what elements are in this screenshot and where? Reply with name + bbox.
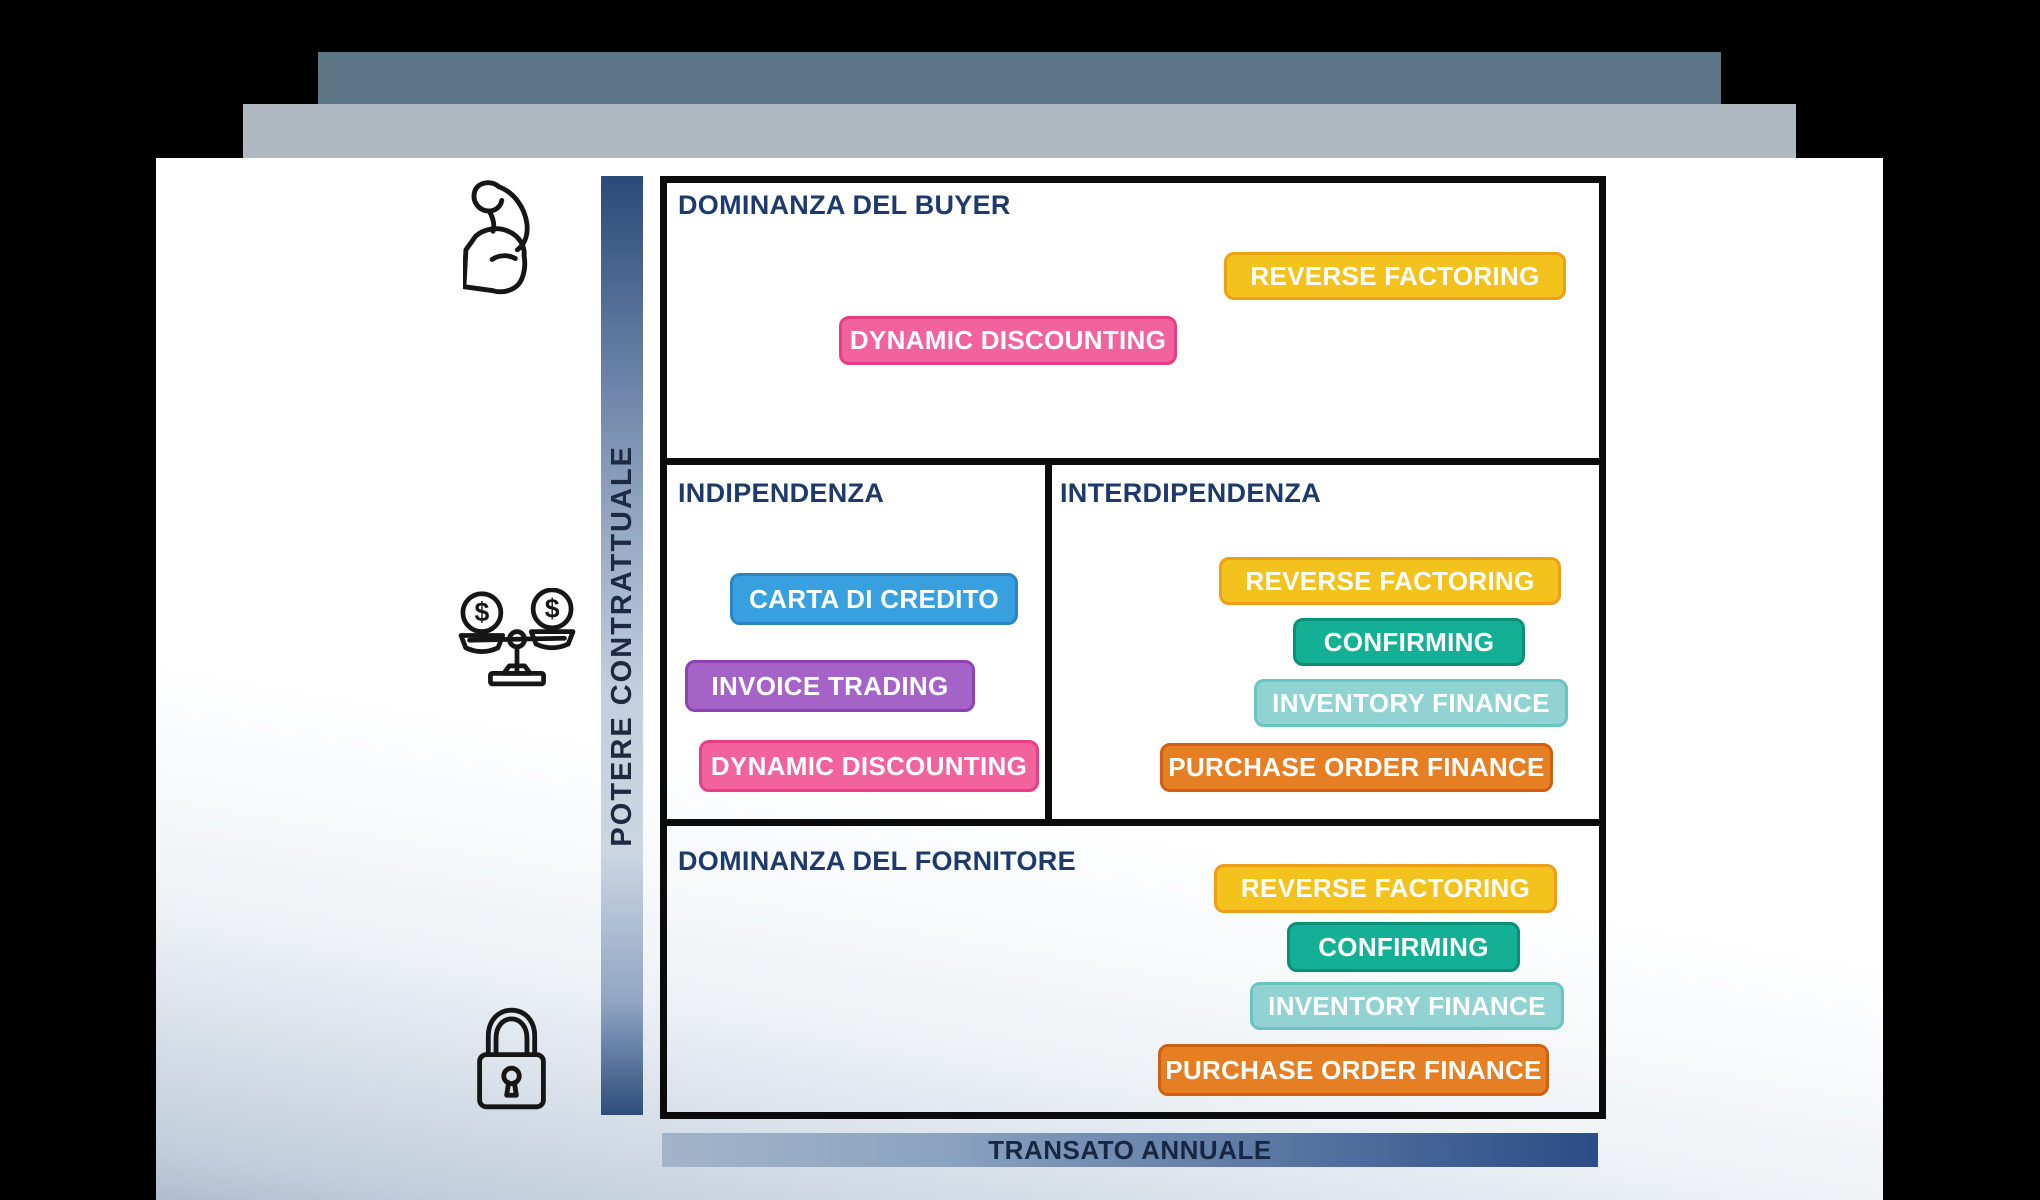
pill-dynamic-discounting: DYNAMIC DISCOUNTING — [699, 740, 1039, 792]
y-axis-label: POTERE CONTRATTUALE — [605, 444, 638, 847]
pill-purchase-order-finance: PURCHASE ORDER FINANCE — [1160, 743, 1553, 792]
quadrant-title-independence: INDIPENDENZA — [678, 478, 885, 508]
slide-stack-bar-light — [243, 104, 1796, 158]
matrix-horizontal-divider-bottom — [667, 819, 1599, 826]
quadrant-title-buyer: DOMINANZA DEL BUYER — [678, 190, 1011, 220]
matrix-grid — [660, 176, 1606, 1119]
pill-purchase-order-finance: PURCHASE ORDER FINANCE — [1158, 1044, 1549, 1096]
pill-reverse-factoring: REVERSE FACTORING — [1224, 252, 1566, 300]
pill-inventory-finance: INVENTORY FINANCE — [1250, 982, 1564, 1030]
muscle-arm-icon — [463, 177, 560, 310]
pill-carta-di-credito: CARTA DI CREDITO — [730, 573, 1018, 625]
matrix-vertical-divider — [1045, 458, 1052, 826]
svg-text:$: $ — [545, 593, 560, 623]
svg-text:$: $ — [474, 597, 489, 627]
pill-confirming: CONFIRMING — [1287, 922, 1520, 972]
pill-confirming: CONFIRMING — [1293, 618, 1525, 666]
slide-canvas: $ $ POTERE CONTRATTUALE DOMINANZA — [156, 158, 1883, 1200]
padlock-icon — [468, 1002, 555, 1115]
pill-reverse-factoring: REVERSE FACTORING — [1219, 557, 1561, 605]
pill-reverse-factoring: REVERSE FACTORING — [1214, 864, 1557, 913]
quadrant-title-supplier: DOMINANZA DEL FORNITORE — [678, 846, 1076, 876]
y-axis-bar: POTERE CONTRATTUALE — [601, 176, 643, 1115]
pill-inventory-finance: INVENTORY FINANCE — [1254, 679, 1568, 727]
pill-dynamic-discounting: DYNAMIC DISCOUNTING — [839, 316, 1177, 365]
x-axis-bar: TRANSATO ANNUALE — [662, 1133, 1598, 1167]
x-axis-label: TRANSATO ANNUALE — [988, 1134, 1272, 1165]
quadrant-title-interdependence: INTERDIPENDENZA — [1060, 478, 1322, 508]
pill-invoice-trading: INVOICE TRADING — [685, 660, 975, 712]
balance-scale-icon: $ $ — [447, 588, 587, 700]
matrix-horizontal-divider-top — [667, 458, 1599, 465]
slide-stack-bar-dark — [318, 52, 1721, 104]
